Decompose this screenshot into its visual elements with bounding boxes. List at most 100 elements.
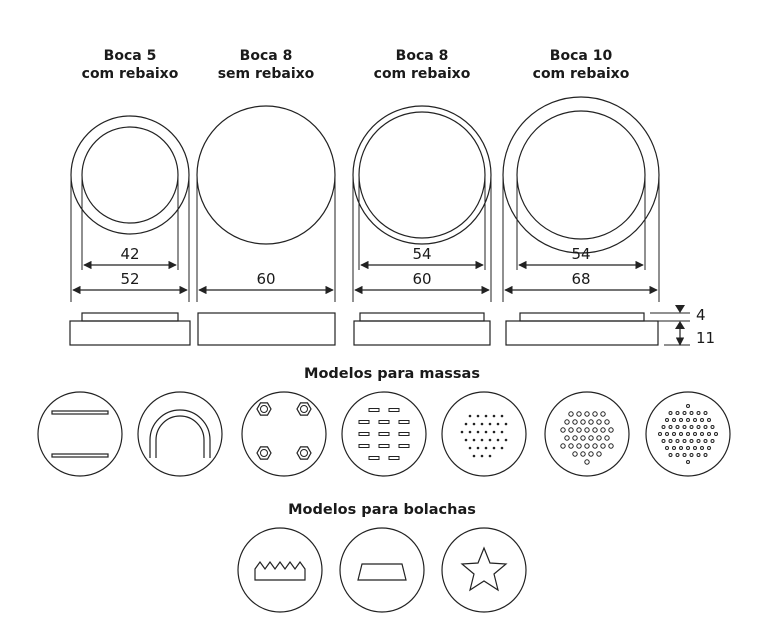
die-hole [661, 425, 666, 429]
nozzle-1-outer-dim-label: 52 [120, 270, 139, 288]
die-hole [580, 419, 586, 425]
die-hole [468, 414, 472, 418]
die-hole [468, 446, 472, 450]
die-hole [675, 411, 680, 415]
die-hole [488, 422, 492, 426]
nozzle-3-title-line1: Boca 8 [396, 48, 449, 64]
die-hole [460, 430, 464, 434]
die-hole [500, 446, 504, 450]
nozzle-4-inner-dim-label: 54 [571, 245, 590, 263]
pasta-model-medium-holes [544, 391, 630, 477]
step-height-arrow-top [675, 305, 685, 313]
die-hole [568, 443, 574, 449]
die-hole [464, 422, 468, 426]
nozzle-2-profile [197, 312, 336, 346]
die-hole [672, 418, 676, 422]
die-hole [693, 418, 697, 422]
die-hole [689, 425, 694, 429]
die-hole [560, 443, 566, 449]
die-hole [696, 439, 701, 443]
die-hole [504, 438, 508, 442]
die-hole [596, 419, 602, 425]
die-hole [665, 432, 669, 436]
cookie-model-trapezoid [339, 527, 425, 613]
nozzle-2-title-line1: Boca 8 [240, 48, 293, 64]
die-hole [584, 427, 590, 433]
die-hole [588, 419, 594, 425]
nozzle-4-drawing: 54 68 [502, 96, 660, 346]
die-hole [679, 418, 683, 422]
die-hole [564, 419, 570, 425]
die-hole [604, 435, 610, 441]
die-hole [696, 425, 701, 429]
die-hole [576, 411, 582, 417]
die-hole [696, 411, 701, 415]
nozzle-1-title-line2: com rebaixo [82, 66, 179, 82]
die-hole [608, 443, 614, 449]
total-height-label: 11 [696, 329, 715, 347]
die-hole [700, 446, 704, 450]
slot-hole [368, 408, 380, 412]
die-hole [668, 425, 673, 429]
die-hole [476, 446, 480, 450]
slot-hole [358, 420, 370, 424]
pasta-section-title: Modelos para massas [304, 366, 480, 382]
nozzle-3-inner-dim-label: 54 [412, 245, 431, 263]
slot-hole [378, 432, 390, 436]
die-hole [703, 425, 708, 429]
die-hole [576, 427, 582, 433]
die-hole [588, 435, 594, 441]
die-hole [480, 422, 484, 426]
die-hole [492, 414, 496, 418]
nozzle-3-outer-circle [352, 105, 492, 245]
die-hole [707, 432, 711, 436]
cookie-model-serrated [237, 527, 323, 613]
die-hole [710, 425, 715, 429]
die-hole [665, 446, 669, 450]
die-hole [576, 443, 582, 449]
die-hole [608, 427, 614, 433]
pasta-model-small-dots [441, 391, 527, 477]
nozzle-4-inner-circle [516, 110, 646, 240]
die-hole [500, 430, 504, 434]
die-hole [686, 460, 690, 464]
pasta-model-short-slots [341, 391, 427, 477]
die-hole [596, 435, 602, 441]
die-hole [500, 414, 504, 418]
nozzle-1-drawing: 42 52 [69, 115, 191, 346]
step-height-label: 4 [696, 306, 706, 324]
die-hole [580, 435, 586, 441]
die-hole [604, 419, 610, 425]
cookie-section-title: Modelos para bolachas [288, 502, 476, 518]
die-hole [686, 404, 690, 408]
die-hole [665, 418, 669, 422]
pasta-model-four-nuts [241, 391, 327, 477]
nozzle-4-profile-step [519, 312, 645, 322]
die-hole [658, 432, 662, 436]
die-hole [675, 439, 680, 443]
slot-hole [398, 444, 410, 448]
die-hole [472, 422, 476, 426]
nozzle-1-outer-circle [70, 115, 190, 235]
die-hole [568, 427, 574, 433]
die-hole [476, 430, 480, 434]
die-hole [496, 422, 500, 426]
die-hole [572, 435, 578, 441]
die-hole [703, 439, 708, 443]
nozzle-3-inner-circle [358, 111, 486, 239]
pasta-model-flat-slots [37, 391, 123, 477]
die-hole [682, 439, 687, 443]
nozzle-4-title-line2: com rebaixo [533, 66, 630, 82]
die-hole [568, 411, 574, 417]
die-hole [703, 453, 708, 457]
die-hole [693, 432, 697, 436]
die-hole [592, 411, 598, 417]
die-hole [661, 439, 666, 443]
die-hole [672, 446, 676, 450]
nozzle-4-outer-dim-label: 68 [571, 270, 590, 288]
die-hole [496, 438, 500, 442]
die-hole [714, 432, 718, 436]
die-hole [668, 453, 673, 457]
die-hole [564, 435, 570, 441]
